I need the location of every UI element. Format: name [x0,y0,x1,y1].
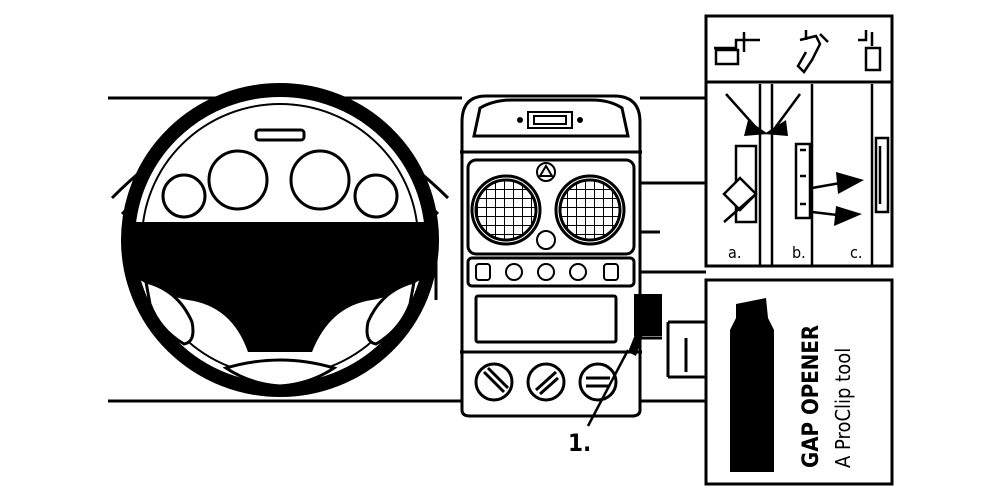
mount-step-icon [714,32,760,66]
step-a-diagram [722,84,802,266]
tool-panel [704,278,894,486]
air-vent-right [554,174,626,246]
callout-number: 1. [568,429,591,457]
tool-name: GAP OPENER [799,325,824,468]
console-display-slot [517,111,583,129]
knob-markings [482,366,610,396]
callout-leader [586,349,630,427]
hazard-icon [536,162,556,182]
step-label-a: a. [728,243,741,262]
step-a-wedge-arrows [744,120,788,136]
instrument-gauges [161,128,399,219]
step-label-c: c. [850,243,862,262]
tool-subtitle: A ProClip tool [831,348,855,468]
center-knob [536,230,556,250]
step-b-arrows [834,172,864,226]
step-c-diagram [870,84,890,266]
switch-row [475,263,619,281]
spoke-openings [144,279,416,388]
steering-hub [134,222,426,352]
steering-wheel [121,83,439,397]
step-panel [704,14,894,268]
step-label-b: b. [792,243,806,262]
clip-insert-icon [858,30,882,72]
mounting-clip [628,294,662,356]
air-vent-left [470,174,542,246]
gap-opener-tool [730,298,774,472]
clip-hand-icon [796,30,829,74]
